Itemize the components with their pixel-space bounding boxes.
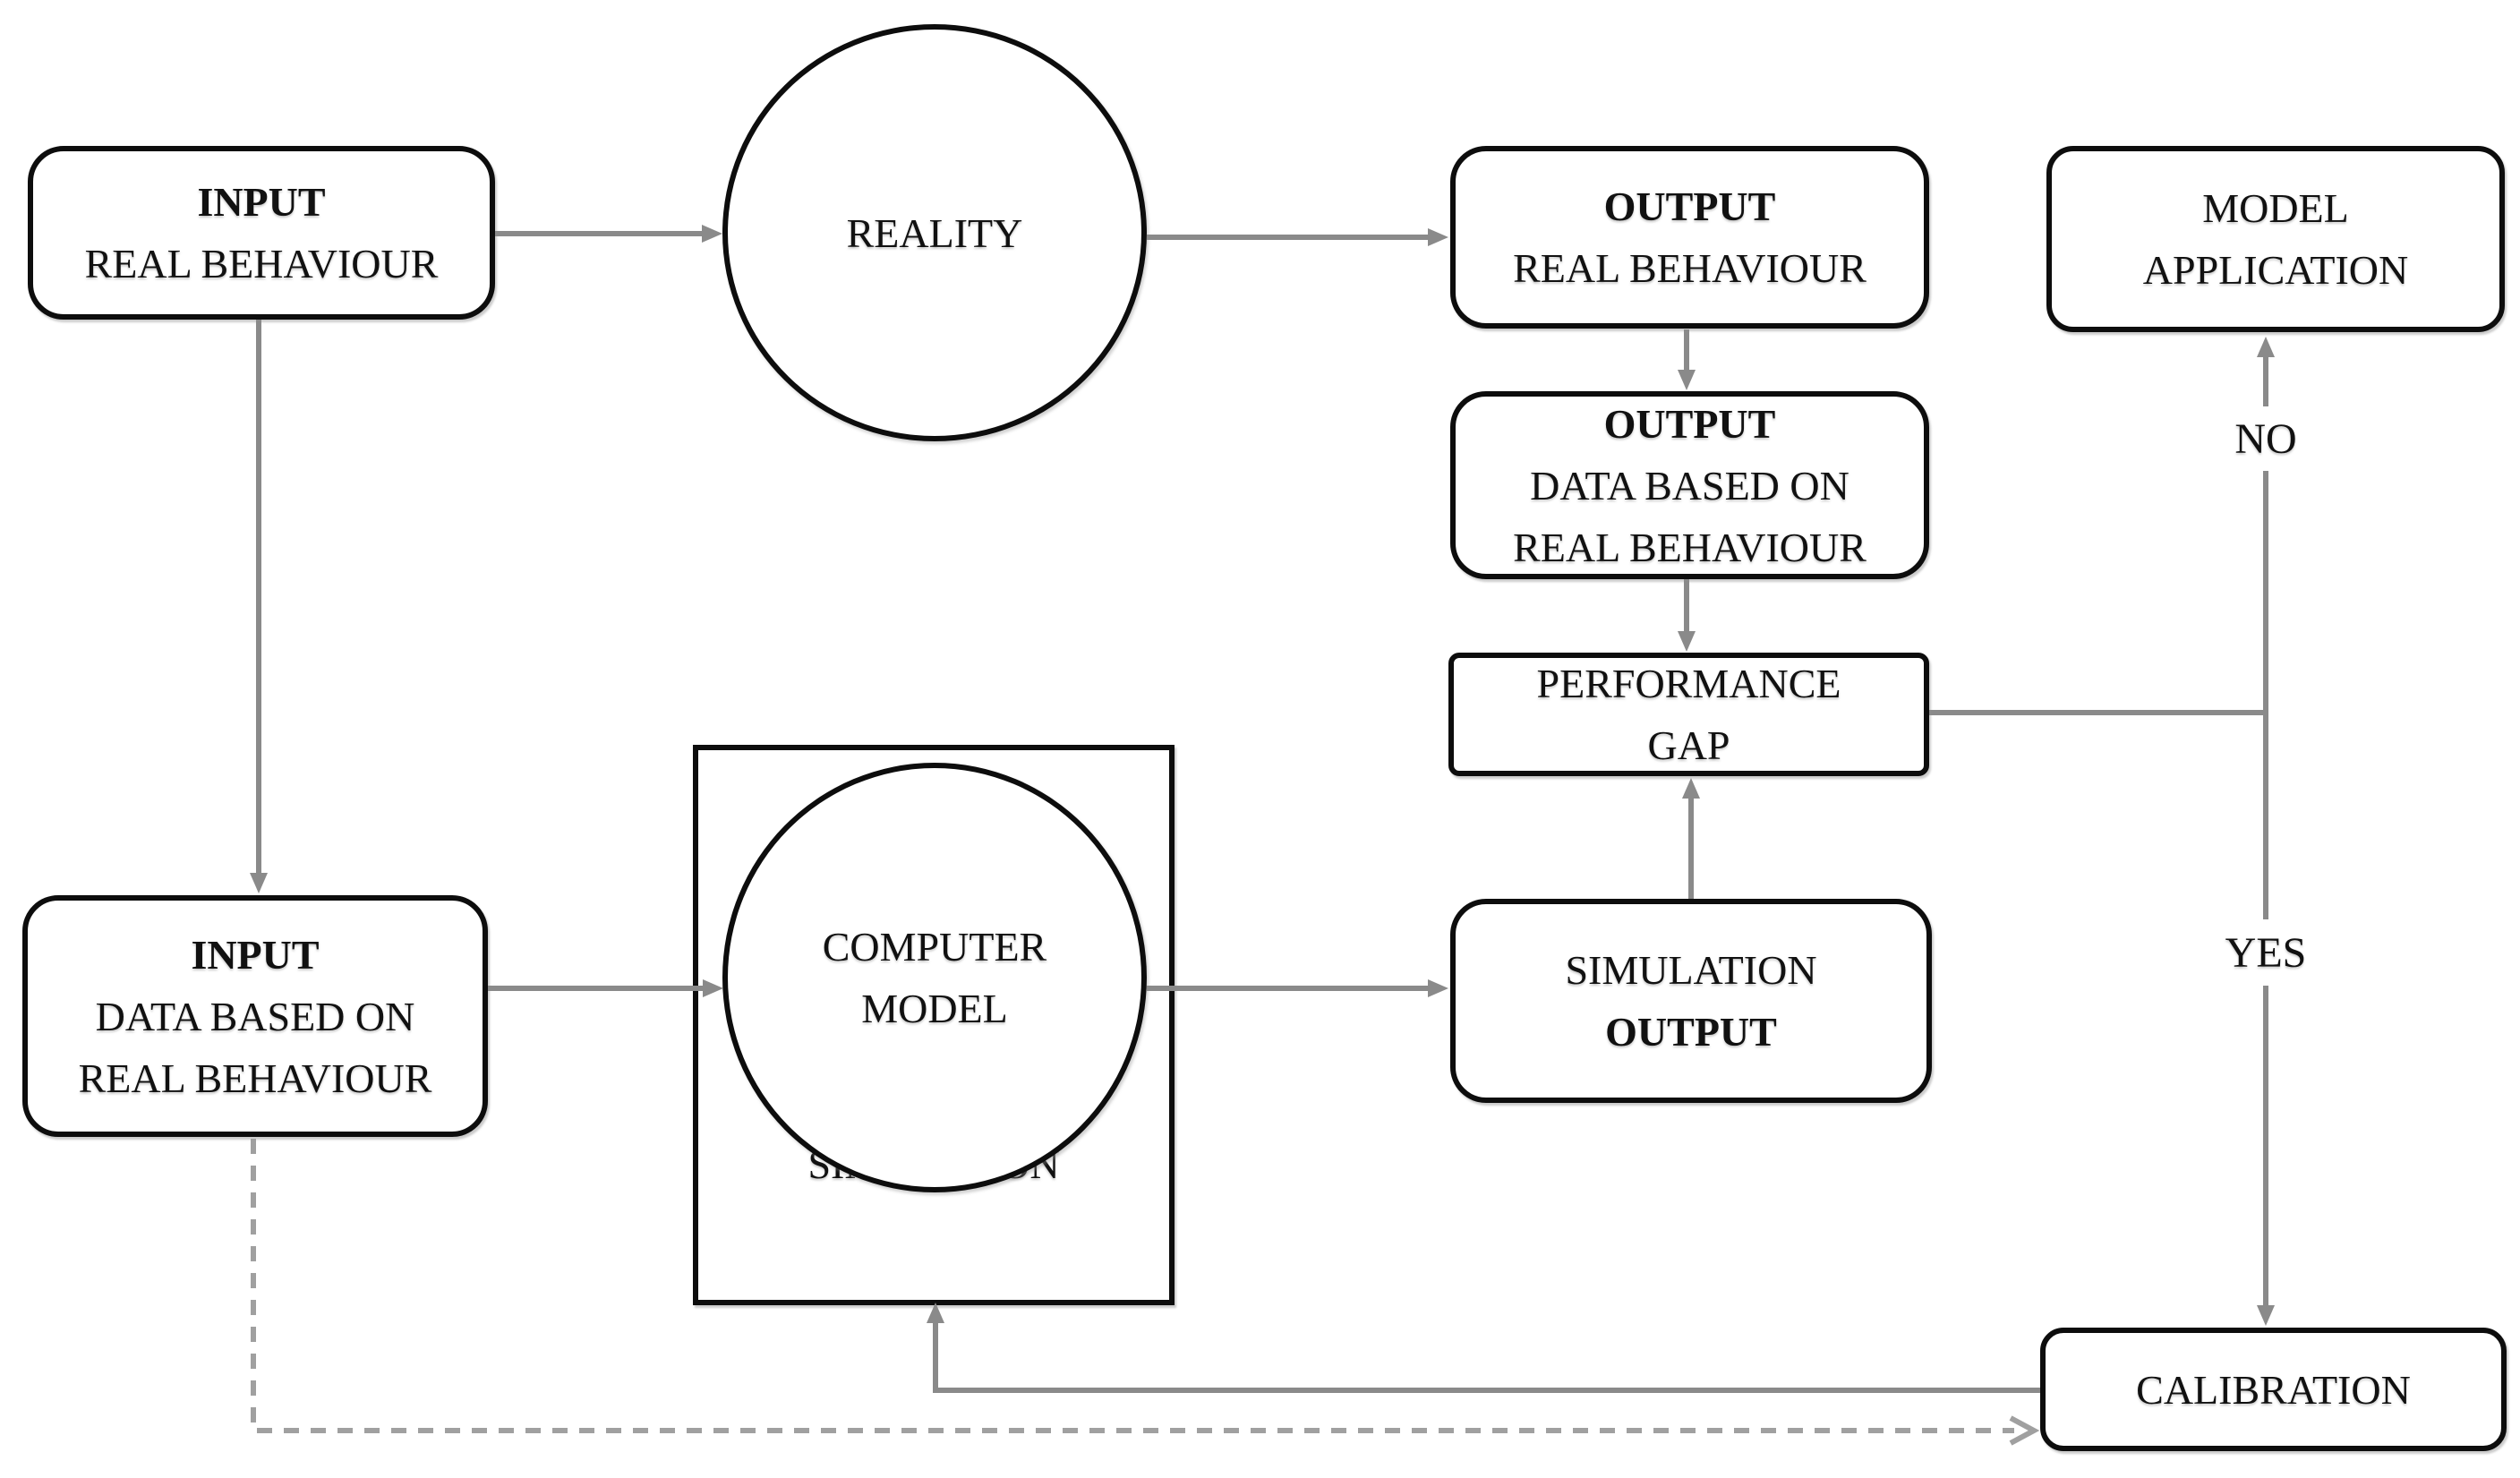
- arrowhead-dashed-into-calibration: [2009, 1415, 2040, 1446]
- edge-label-no: NO: [2212, 406, 2319, 471]
- node-computer-model: COMPUTER MODEL: [722, 763, 1147, 1192]
- node-output-data-line2: DATA BASED ON: [1530, 462, 1849, 508]
- node-model-application-line2: APPLICATION: [2142, 247, 2409, 293]
- arrowhead-into-calibration: [2257, 1305, 2275, 1326]
- node-input-data-line3: REAL BEHAVIOUR: [78, 1055, 432, 1101]
- node-reality-label: REALITY: [846, 209, 1023, 256]
- node-output-real-behaviour-line1: OUTPUT: [1603, 184, 1776, 229]
- node-input-data-based-on-real-behaviour: INPUT DATA BASED ON REAL BEHAVIOUR: [22, 895, 488, 1137]
- node-input-real-behaviour-line1: INPUT: [197, 179, 326, 225]
- node-output-data-based-on-real-behaviour: OUTPUT DATA BASED ON REAL BEHAVIOUR: [1450, 391, 1929, 579]
- node-input-data-line1: INPUT: [191, 931, 320, 978]
- arrowhead-into-simulation-container: [927, 1303, 944, 1323]
- node-output-data-line1: OUTPUT: [1603, 400, 1776, 447]
- node-input-real-behaviour: INPUT REAL BEHAVIOUR: [28, 146, 495, 320]
- arrowhead-into-simulation-output: [1428, 979, 1448, 997]
- arrowhead-into-performance-gap-bottom: [1682, 778, 1700, 799]
- node-calibration: CALIBRATION: [2040, 1328, 2507, 1451]
- node-simulation-output-line1: SIMULATION: [1565, 947, 1817, 993]
- edge-calibration-to-simulation: [933, 1321, 2040, 1393]
- node-output-real-behaviour: OUTPUT REAL BEHAVIOUR: [1450, 146, 1929, 329]
- arrowhead-into-model-application: [2257, 337, 2275, 357]
- node-computer-model-line1: COMPUTER: [822, 924, 1047, 970]
- edge-label-yes: YES: [2199, 919, 2333, 986]
- node-performance-gap-line2: GAP: [1647, 722, 1730, 768]
- arrowhead-into-output-data: [1678, 370, 1696, 390]
- arrowhead-into-input-data: [250, 873, 268, 893]
- node-simulation-output-line2: OUTPUT: [1605, 1009, 1777, 1055]
- node-input-data-line2: DATA BASED ON: [95, 993, 415, 1039]
- node-performance-gap: PERFORMANCE GAP: [1448, 653, 1929, 776]
- node-performance-gap-line1: PERFORMANCE: [1536, 661, 1841, 706]
- arrowhead-into-output-real: [1428, 228, 1448, 246]
- node-output-real-behaviour-line2: REAL BEHAVIOUR: [1513, 245, 1867, 291]
- node-calibration-label: CALIBRATION: [2136, 1366, 2411, 1413]
- node-model-application-line1: MODEL: [2202, 185, 2349, 231]
- node-input-real-behaviour-line2: REAL BEHAVIOUR: [84, 241, 439, 286]
- arrowhead-into-reality: [702, 225, 722, 243]
- node-simulation-output: SIMULATION OUTPUT: [1450, 899, 1932, 1103]
- node-output-data-line3: REAL BEHAVIOUR: [1513, 524, 1867, 570]
- node-model-application: MODEL APPLICATION: [2046, 146, 2505, 332]
- arrowhead-into-performance-gap-top: [1678, 631, 1696, 652]
- node-computer-model-line2: MODEL: [861, 986, 1008, 1031]
- node-reality: REALITY: [722, 24, 1147, 441]
